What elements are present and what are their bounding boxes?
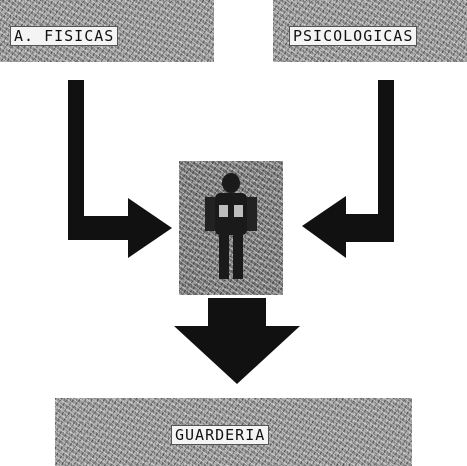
down-arrow <box>174 298 300 384</box>
right-arrow <box>302 80 394 258</box>
left-arrow <box>68 80 172 258</box>
